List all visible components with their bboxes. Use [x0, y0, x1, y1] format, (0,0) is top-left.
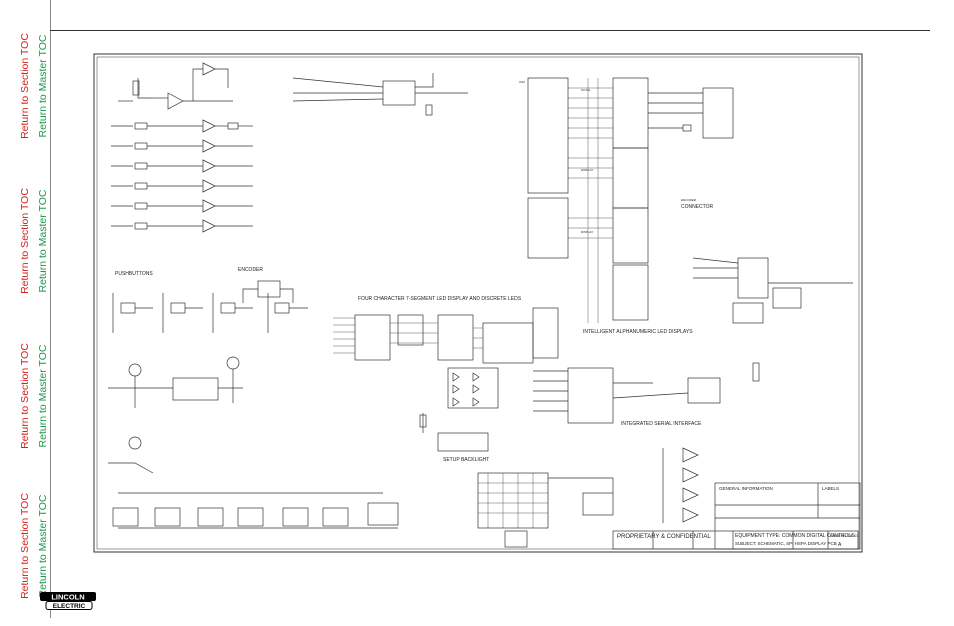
- svg-text:CN2: CN2: [519, 80, 525, 84]
- return-to-section-toc-link[interactable]: Return to Section TOC: [19, 343, 31, 449]
- serial-interface-label: INTEGRATED SERIAL INTERFACE: [621, 421, 702, 427]
- schematic-drawing: CN2 OCTAL DISPLAY DISPLAY ENCODER PUSHBU…: [93, 53, 863, 553]
- svg-text:DISPLAY: DISPLAY: [581, 230, 593, 234]
- toc-group-1: Return to Section TOC Return to Master T…: [0, 5, 50, 155]
- general-info-label: GENERAL INFORMATION: [719, 486, 773, 491]
- equipment-type: EQUIPMENT TYPE: COMMON DIGITAL CONTROLS: [735, 533, 855, 539]
- encoder-label: ENCODER: [238, 267, 263, 273]
- subject-line: SUBJECT: SCHEMATIC, SPI HSPA DISPLAY PCB: [735, 541, 837, 546]
- connector-label: CONNECTOR: [681, 204, 714, 210]
- return-to-master-toc-link[interactable]: Return to Master TOC: [37, 344, 49, 448]
- logo-line2: ELECTRIC: [53, 603, 86, 610]
- toc-group-2: Return to Section TOC Return to Master T…: [0, 160, 50, 310]
- return-to-master-toc-link[interactable]: Return to Master TOC: [37, 189, 49, 293]
- return-to-section-toc-link[interactable]: Return to Section TOC: [19, 33, 31, 139]
- lincoln-electric-logo: LINCOLN ELECTRIC: [40, 592, 96, 610]
- labels-heading: LABELS: [822, 486, 839, 491]
- page-number: PAGE 01 OF 01: [830, 533, 859, 538]
- svg-text:OCTAL: OCTAL: [581, 88, 591, 92]
- header-rule: [50, 30, 930, 31]
- svg-text:ENCODER: ENCODER: [681, 198, 697, 202]
- return-to-section-toc-link[interactable]: Return to Section TOC: [19, 188, 31, 294]
- return-to-section-toc-link[interactable]: Return to Section TOC: [19, 493, 31, 599]
- revision-letter: A: [838, 542, 842, 548]
- alnum-display-label: INTELLIGENT ALPHANUMERIC LED DISPLAYS: [583, 329, 693, 335]
- proprietary-label: PROPRIETARY & CONFIDENTIAL: [617, 534, 711, 540]
- display-section-label: FOUR CHARACTER 7-SEGMENT LED DISPLAY AND…: [358, 296, 522, 302]
- toc-sidebar: Return to Section TOC Return to Master T…: [0, 0, 51, 618]
- toc-group-3: Return to Section TOC Return to Master T…: [0, 315, 50, 465]
- svg-text:DISPLAY: DISPLAY: [581, 168, 593, 172]
- setup-backlight-label: SETUP BACKLIGHT: [443, 457, 489, 463]
- pushbuttons-label: PUSHBUTTONS: [115, 271, 153, 277]
- logo-line1: LINCOLN: [51, 593, 84, 602]
- return-to-master-toc-link[interactable]: Return to Master TOC: [37, 34, 49, 138]
